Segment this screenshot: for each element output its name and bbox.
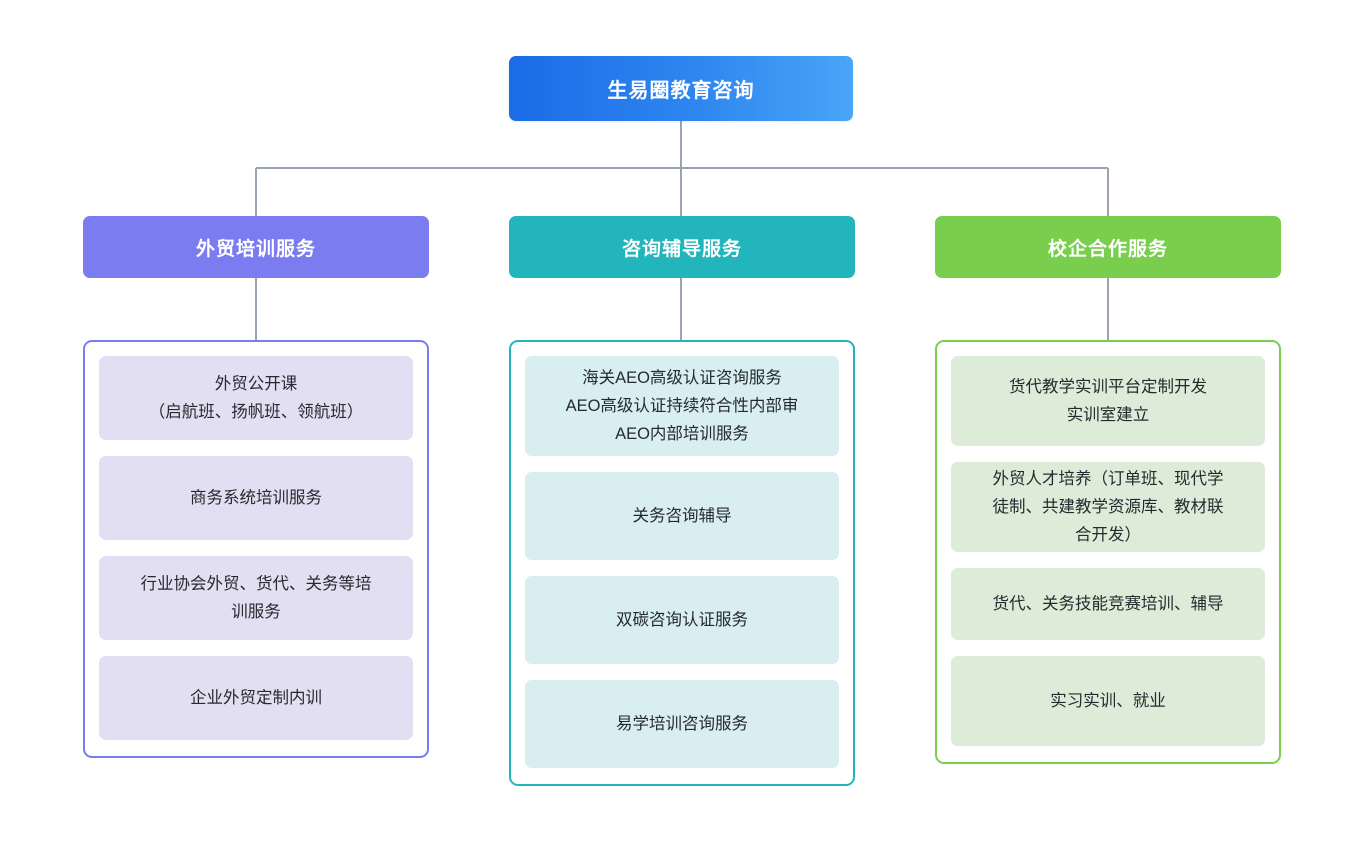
service-item-line: 货代、关务技能竞赛培训、辅导 bbox=[992, 595, 1224, 613]
service-item-line: 训服务 bbox=[231, 603, 281, 621]
service-item[interactable]: 企业外贸定制内训 bbox=[99, 656, 413, 740]
service-item[interactable]: 海关AEO高级认证咨询服务 AEO高级认证持续符合性内部审 AEO内部培训服务 bbox=[525, 356, 839, 456]
service-item-line: 实训室建立 bbox=[1066, 406, 1150, 424]
branch-column-training: 外贸培训服务 外贸公开课 （启航班、扬帆班、领航班） 商务系统培训服务 行业协会… bbox=[83, 216, 429, 758]
service-item-line: 徒制、共建教学资源库、教材联 bbox=[992, 498, 1224, 516]
service-item-line: 海关AEO高级认证咨询服务 bbox=[582, 369, 782, 387]
service-item[interactable]: 外贸人才培养（订单班、现代学 徒制、共建教学资源库、教材联 合开发） bbox=[951, 462, 1265, 552]
service-item-line: AEO内部培训服务 bbox=[615, 425, 749, 443]
service-item-line: 企业外贸定制内训 bbox=[190, 689, 322, 707]
service-item-line: （启航班、扬帆班、领航班） bbox=[148, 403, 364, 421]
branch-column-consulting: 咨询辅导服务 海关AEO高级认证咨询服务 AEO高级认证持续符合性内部审 AEO… bbox=[509, 216, 855, 786]
items-container-school-enterprise: 货代教学实训平台定制开发 实训室建立 外贸人才培养（订单班、现代学 徒制、共建教… bbox=[935, 340, 1281, 764]
category-header-school-enterprise[interactable]: 校企合作服务 bbox=[935, 216, 1281, 278]
service-item[interactable]: 关务咨询辅导 bbox=[525, 472, 839, 560]
service-item[interactable]: 行业协会外贸、货代、关务等培 训服务 bbox=[99, 556, 413, 640]
service-item[interactable]: 实习实训、就业 bbox=[951, 656, 1265, 746]
service-item-line: AEO高级认证持续符合性内部审 bbox=[565, 397, 799, 415]
service-item-line: 双碳咨询认证服务 bbox=[616, 611, 748, 629]
category-header-training[interactable]: 外贸培训服务 bbox=[83, 216, 429, 278]
service-item-line: 外贸公开课 bbox=[214, 375, 298, 393]
service-item-line: 合开发） bbox=[1075, 526, 1141, 544]
service-item-line: 关务咨询辅导 bbox=[632, 507, 732, 525]
items-container-training: 外贸公开课 （启航班、扬帆班、领航班） 商务系统培训服务 行业协会外贸、货代、关… bbox=[83, 340, 429, 758]
service-item[interactable]: 货代、关务技能竞赛培训、辅导 bbox=[951, 568, 1265, 640]
service-item[interactable]: 外贸公开课 （启航班、扬帆班、领航班） bbox=[99, 356, 413, 440]
service-item-line: 易学培训咨询服务 bbox=[616, 715, 748, 733]
items-container-consulting: 海关AEO高级认证咨询服务 AEO高级认证持续符合性内部审 AEO内部培训服务 … bbox=[509, 340, 855, 786]
service-item-line: 货代教学实训平台定制开发 bbox=[1009, 378, 1207, 396]
service-item-line: 外贸人才培养（订单班、现代学 bbox=[992, 470, 1224, 488]
category-header-consulting[interactable]: 咨询辅导服务 bbox=[509, 216, 855, 278]
service-item-line: 商务系统培训服务 bbox=[190, 489, 322, 507]
service-item-line: 行业协会外贸、货代、关务等培 bbox=[140, 575, 372, 593]
service-item-line: 实习实训、就业 bbox=[1050, 692, 1166, 710]
service-item[interactable]: 货代教学实训平台定制开发 实训室建立 bbox=[951, 356, 1265, 446]
service-item[interactable]: 商务系统培训服务 bbox=[99, 456, 413, 540]
service-item[interactable]: 双碳咨询认证服务 bbox=[525, 576, 839, 664]
service-item[interactable]: 易学培训咨询服务 bbox=[525, 680, 839, 768]
root-node[interactable]: 生易圈教育咨询 bbox=[509, 56, 853, 121]
branch-column-school-enterprise: 校企合作服务 货代教学实训平台定制开发 实训室建立 外贸人才培养（订单班、现代学… bbox=[935, 216, 1281, 764]
